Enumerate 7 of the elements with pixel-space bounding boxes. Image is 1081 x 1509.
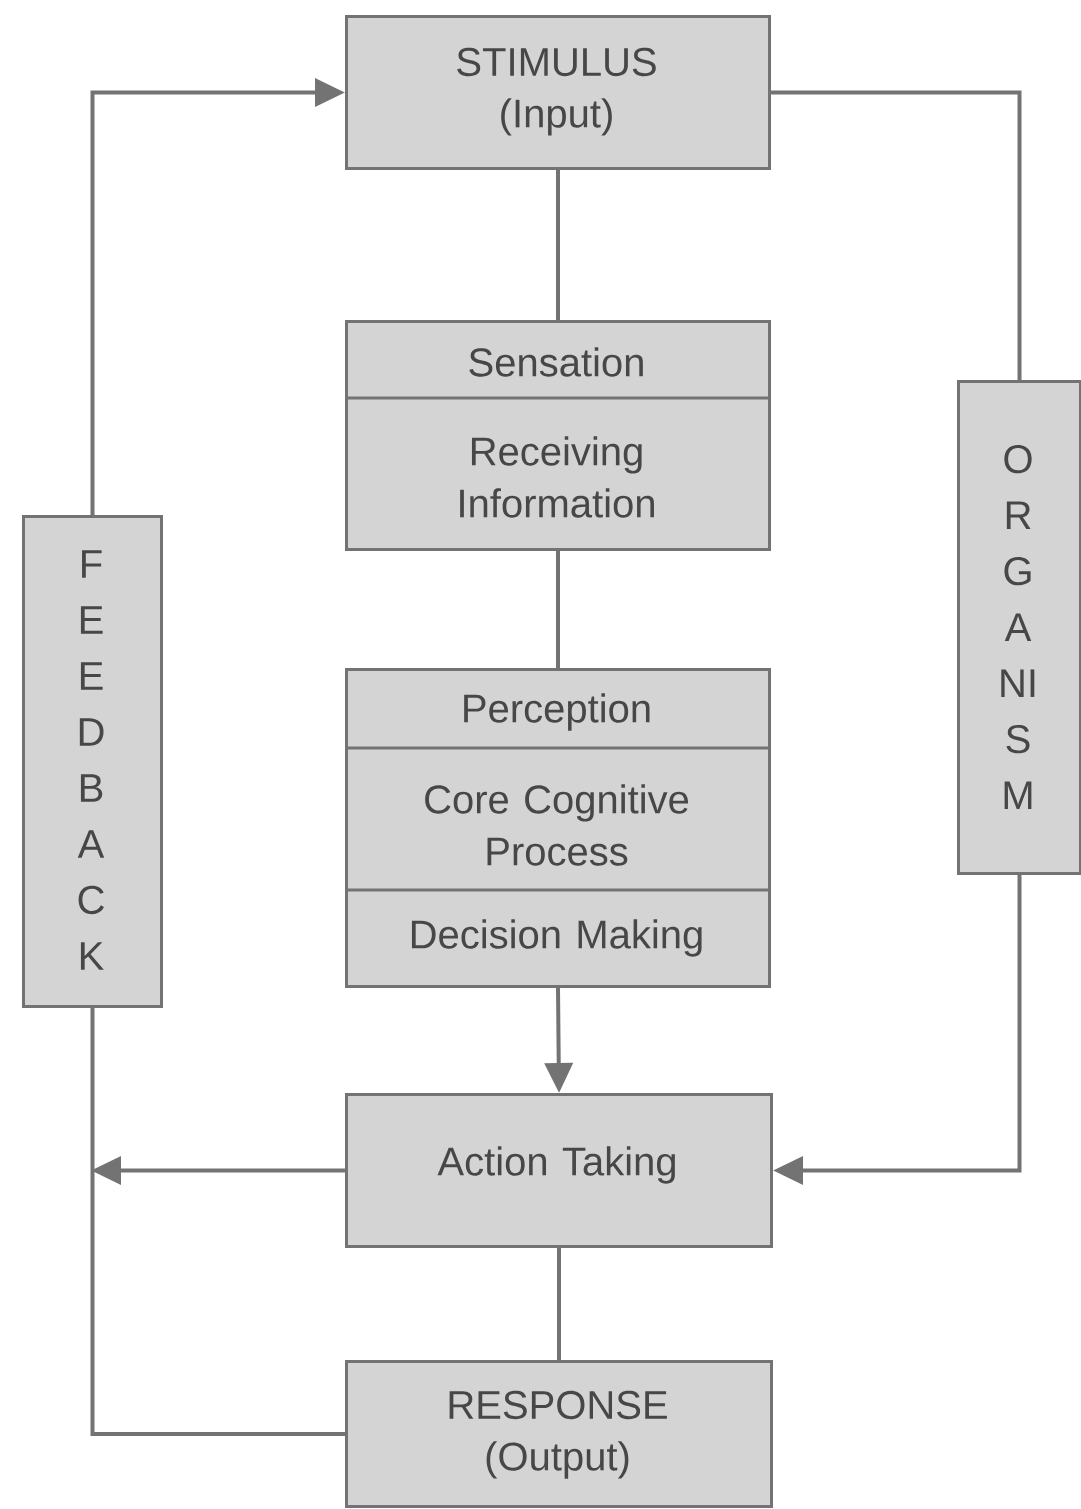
vertical-label-box: ORGANISM: [957, 380, 1081, 875]
process-box: Sensation Receiving Information: [345, 320, 771, 551]
process-box: Perception Core Cognitive Process Decision Making: [345, 668, 771, 988]
process-box: Action Taking: [345, 1093, 773, 1248]
vertical-label-box: FEEDBACK: [22, 515, 163, 1008]
process-box: STIMULUS (Input): [345, 15, 771, 170]
process-box: RESPONSE (Output): [345, 1360, 773, 1508]
